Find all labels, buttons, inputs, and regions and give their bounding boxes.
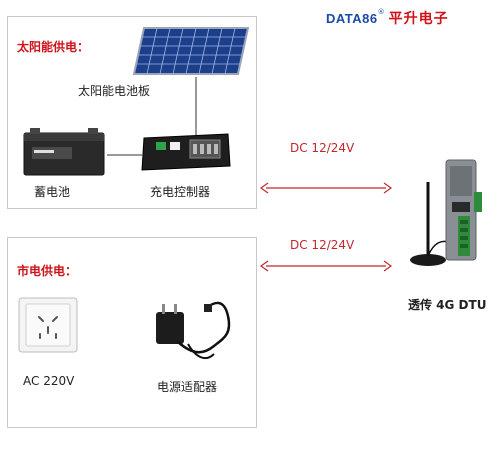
bottom-voltage-label: DC 12/24V [290, 238, 355, 252]
dtu-label: 透传 4G DTU [408, 298, 487, 312]
brand-registered-mark: ® [377, 8, 385, 16]
solar-section-title: 太阳能供电： [17, 40, 90, 54]
wall-outlet-icon [18, 297, 78, 353]
brand-name-en: DATA86 [326, 11, 378, 26]
battery-icon [23, 128, 105, 176]
adapter-label: 电源适配器 [157, 380, 218, 394]
solar-panel-label: 太阳能电池板 [78, 84, 151, 98]
brand-logo: DATA86®平升电子 [326, 8, 449, 28]
outlet-label: AC 220V [23, 374, 75, 388]
mains-section-title: 市电供电： [17, 264, 78, 278]
power-adapter-icon [156, 301, 231, 360]
charge-controller-icon [141, 133, 231, 171]
charge-controller-label: 充电控制器 [150, 185, 211, 199]
solar-panel-icon [132, 27, 250, 75]
arrow-top [259, 182, 393, 194]
arrow-bottom [259, 260, 393, 272]
top-voltage-label: DC 12/24V [290, 141, 355, 155]
battery-label: 蓄电池 [34, 185, 71, 199]
brand-name-cn: 平升电子 [388, 11, 449, 27]
dtu-device-icon [410, 159, 482, 266]
